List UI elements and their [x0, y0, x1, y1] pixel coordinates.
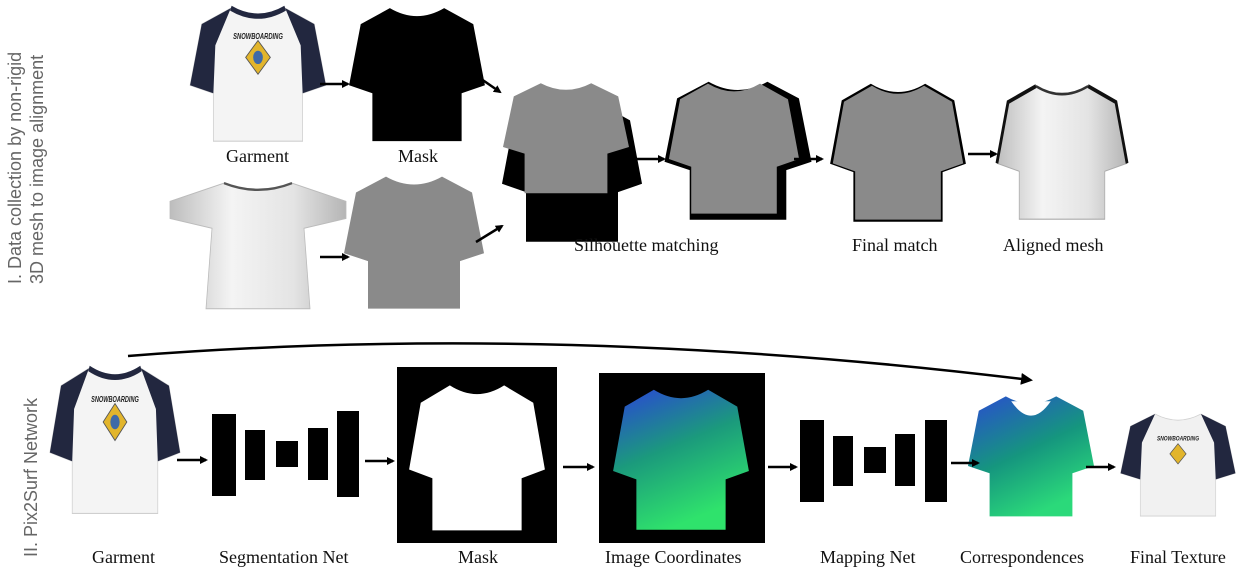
garment-shirt-image-1: SNOWBOARDING	[189, 5, 327, 142]
label-final-match: Final match	[852, 235, 938, 255]
final-match-image	[830, 83, 966, 222]
label-image-coordinates: Image Coordinates	[605, 547, 742, 567]
mesh-image-1	[169, 181, 347, 310]
arrow-graymask-to-silhouette	[475, 224, 504, 244]
aligned-mesh-image	[995, 84, 1129, 220]
label-segmentation-net: Segmentation Net	[219, 547, 349, 567]
label-silhouette-matching: Silhouette matching	[574, 235, 719, 255]
shirt-print-text: SNOWBOARDING	[1157, 436, 1200, 443]
label-aligned-mesh: Aligned mesh	[1003, 235, 1104, 255]
label-mask-1: Mask	[398, 146, 438, 166]
section2-side-label: II. Pix2Surf Network	[20, 337, 42, 557]
correspondences-image	[968, 396, 1094, 517]
label-mask-2: Mask	[458, 547, 498, 567]
mask-image-1	[349, 8, 485, 142]
arrow-mask-to-silhouette	[473, 72, 502, 94]
mesh-mask-image-1	[344, 176, 484, 309]
shirt-print-text: SNOWBOARDING	[233, 33, 283, 41]
label-mapping-net: Mapping Net	[820, 547, 916, 567]
section1-side-label: I. Data collection by non-rigid 3D mesh …	[4, 0, 48, 284]
silhouette-stage-2-image	[664, 81, 812, 220]
segmentation-net-diagram	[212, 411, 359, 497]
shirt-print-text: SNOWBOARDING	[91, 393, 139, 404]
label-correspondences: Correspondences	[960, 547, 1084, 567]
arrow-garment-to-correspondences	[127, 342, 1033, 385]
label-garment-1: Garment	[226, 146, 289, 166]
mapping-net-diagram	[800, 420, 947, 502]
silhouette-overlay-image	[502, 83, 642, 242]
section2-side-text: II. Pix2Surf Network	[21, 397, 41, 557]
section1-side-line1: I. Data collection by non-rigid	[5, 51, 25, 284]
label-final-texture: Final Texture	[1130, 547, 1226, 567]
section1-side-line2: 3D mesh to image alignment	[27, 54, 47, 284]
label-garment-2: Garment	[92, 547, 155, 567]
garment-shirt-image-2: SNOWBOARDING	[49, 365, 181, 515]
final-texture-image: SNOWBOARDING	[1120, 413, 1236, 517]
mask-image-2	[397, 367, 557, 543]
image-coordinates-image	[599, 373, 765, 543]
